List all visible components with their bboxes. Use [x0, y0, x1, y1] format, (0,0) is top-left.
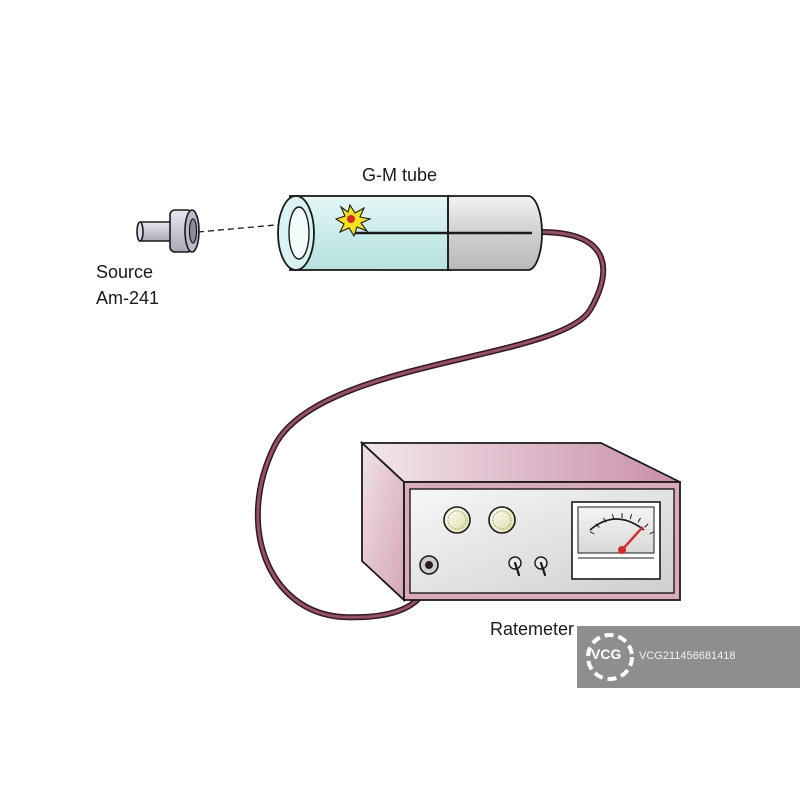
- label-source-isotope: Am-241: [96, 288, 160, 308]
- knob-1[interactable]: [443, 506, 471, 534]
- label-gm-tube: G-M tube: [362, 165, 438, 185]
- analog-meter: [571, 501, 661, 580]
- meter-tick: [629, 514, 633, 520]
- meter-scale-ticks: [589, 513, 655, 535]
- input-socket[interactable]: [419, 555, 439, 575]
- gm-tube: [277, 195, 543, 271]
- meter-tick: [603, 517, 607, 523]
- toggle-switch-2[interactable]: [534, 556, 548, 577]
- watermark: VCG VCG211456681418: [577, 626, 800, 688]
- label-source: Source: [96, 262, 154, 282]
- meter-tick: [637, 517, 641, 523]
- watermark-brand: VCG: [591, 646, 622, 662]
- source-am241: [136, 209, 200, 253]
- meter-tick: [649, 531, 655, 535]
- label-ratemeter: Ratemeter: [490, 619, 575, 639]
- cable-core: [256, 230, 605, 619]
- meter-tick: [595, 523, 600, 528]
- watermark-logo-icon: [586, 633, 634, 681]
- meter-tick: [644, 523, 649, 528]
- meter-tick: [611, 514, 615, 520]
- toggle-switch-1[interactable]: [508, 556, 522, 577]
- meter-needle: [620, 526, 644, 552]
- meter-tick: [589, 531, 595, 535]
- watermark-id: VCG211456681418: [639, 650, 736, 662]
- knob-2[interactable]: [488, 506, 516, 534]
- ratemeter: [359, 440, 681, 603]
